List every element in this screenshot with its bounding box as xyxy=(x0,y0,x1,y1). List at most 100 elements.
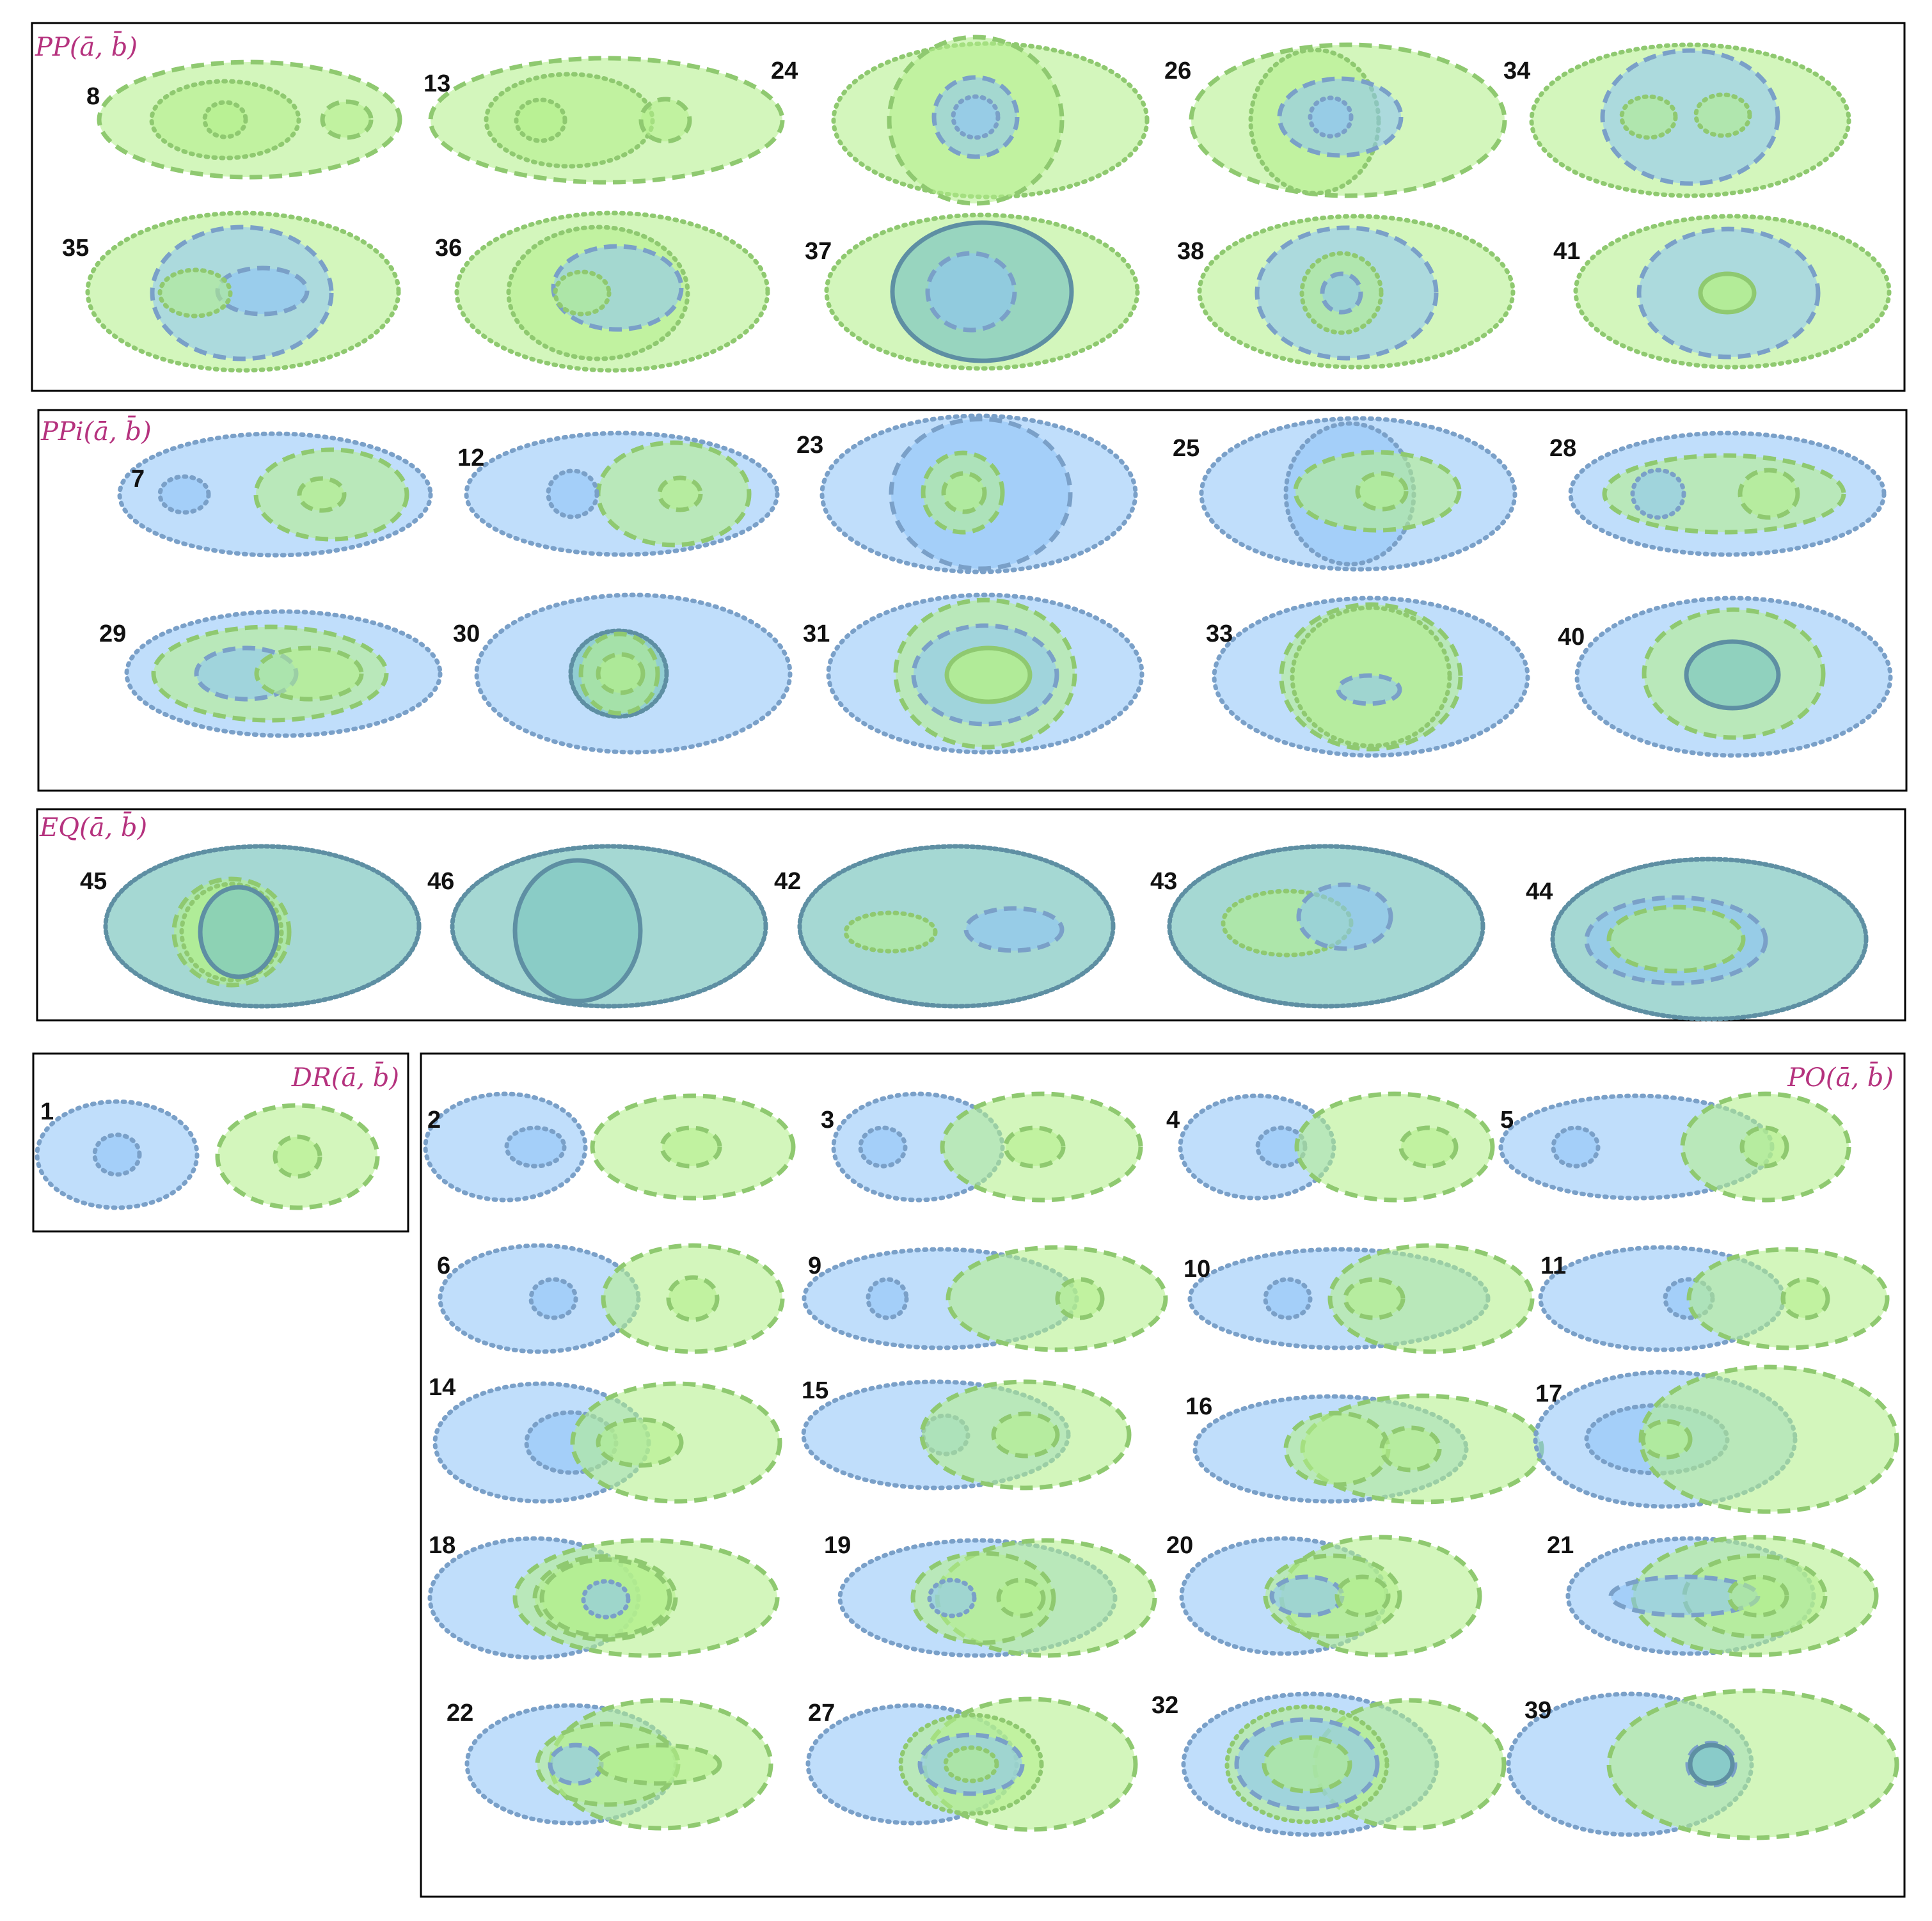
region-19-3 xyxy=(910,1551,1056,1645)
region-27-5 xyxy=(943,1745,999,1783)
relation-number-22: 22 xyxy=(447,1700,473,1727)
region-33-4 xyxy=(1336,673,1402,706)
region-7-3 xyxy=(297,476,347,513)
relation-number-41: 41 xyxy=(1553,238,1580,265)
relation-number-46: 46 xyxy=(427,868,454,895)
relation-number-27: 27 xyxy=(808,1700,835,1727)
region-43-3 xyxy=(1296,882,1393,951)
relation-number-1: 1 xyxy=(40,1098,54,1125)
region-6-2 xyxy=(528,1277,578,1320)
region-20-4 xyxy=(1269,1574,1345,1618)
region-22-4 xyxy=(548,1743,604,1786)
region-34-2 xyxy=(1600,48,1780,186)
group-frame-po xyxy=(420,1052,1906,1898)
region-8-4 xyxy=(320,99,374,140)
relation-number-5: 5 xyxy=(1500,1107,1514,1134)
group-frame-dr xyxy=(32,1052,409,1233)
region-26-4 xyxy=(1308,95,1354,139)
relation-number-24: 24 xyxy=(771,58,798,84)
relation-number-16: 16 xyxy=(1185,1393,1212,1420)
region-16-3 xyxy=(1283,1411,1391,1487)
region-10-4 xyxy=(1343,1277,1405,1320)
relation-number-13: 13 xyxy=(424,70,450,97)
region-4-3 xyxy=(1294,1091,1495,1203)
region-15-4 xyxy=(991,1411,1060,1459)
relation-number-8: 8 xyxy=(86,83,100,110)
relation-number-12: 12 xyxy=(457,445,484,471)
relation-number-17: 17 xyxy=(1535,1380,1562,1407)
region-21-5 xyxy=(1727,1574,1789,1618)
relation-number-40: 40 xyxy=(1558,624,1585,651)
region-39-2 xyxy=(1606,1688,1899,1840)
region-30-4 xyxy=(596,652,645,695)
region-42-1 xyxy=(797,844,1116,1009)
group-label-eq: EQ(ā, b̄) xyxy=(39,811,147,842)
relation-number-20: 20 xyxy=(1166,1532,1193,1559)
region-10-2 xyxy=(1263,1277,1313,1320)
region-14-4 xyxy=(596,1417,684,1468)
region-31-4 xyxy=(944,645,1033,704)
region-3-2 xyxy=(858,1125,908,1169)
region-42-3 xyxy=(963,906,1065,953)
region-12-3 xyxy=(657,475,703,512)
group-frame-eq xyxy=(36,808,1906,1022)
relation-number-29: 29 xyxy=(99,621,126,647)
region-2-2 xyxy=(504,1125,567,1169)
relation-number-19: 19 xyxy=(824,1532,851,1559)
relation-number-37: 37 xyxy=(805,238,832,265)
relation-number-2: 2 xyxy=(427,1107,441,1134)
region-13-2 xyxy=(484,72,655,169)
region-9-4 xyxy=(1055,1277,1105,1320)
region-41-3 xyxy=(1698,271,1757,315)
relation-number-34: 34 xyxy=(1503,58,1530,84)
relation-number-45: 45 xyxy=(80,868,107,895)
region-29-4 xyxy=(254,645,364,702)
region-36-4 xyxy=(553,269,612,317)
region-35-4 xyxy=(157,267,233,319)
region-8-3 xyxy=(202,100,248,139)
relation-number-30: 30 xyxy=(453,621,480,647)
region-28-4 xyxy=(1738,468,1800,520)
relation-number-44: 44 xyxy=(1526,878,1553,905)
region-16-4 xyxy=(1379,1425,1442,1473)
region-9-2 xyxy=(866,1277,909,1320)
region-5-4 xyxy=(1739,1125,1789,1169)
region-6-4 xyxy=(666,1275,720,1322)
region-24-4 xyxy=(951,94,1001,140)
region-34-4 xyxy=(1693,92,1752,138)
relation-number-23: 23 xyxy=(796,432,823,459)
region-7-4 xyxy=(157,474,211,515)
region-46-2 xyxy=(512,858,643,1004)
group-label-po: PO(ā, b̄) xyxy=(1787,1061,1894,1093)
region-19-4 xyxy=(927,1577,977,1618)
relation-number-7: 7 xyxy=(131,466,145,493)
relation-number-18: 18 xyxy=(429,1532,455,1559)
region-23-4 xyxy=(941,471,987,514)
region-42-2 xyxy=(843,910,938,954)
region-28-3 xyxy=(1630,468,1686,520)
region-12-4 xyxy=(546,468,599,519)
region-2-4 xyxy=(660,1125,722,1169)
group-label-pp: PP(ā, b̄) xyxy=(35,31,138,62)
region-44-3 xyxy=(1606,905,1746,974)
region-25-4 xyxy=(1355,471,1409,512)
region-22-5 xyxy=(596,1743,722,1786)
relation-number-3: 3 xyxy=(821,1107,834,1134)
region-3-4 xyxy=(1003,1125,1066,1169)
region-1-2 xyxy=(92,1132,142,1177)
region-1-4 xyxy=(273,1134,322,1179)
region-13-3 xyxy=(514,97,567,143)
group-label-ppi: PPi(ā, b̄) xyxy=(40,415,152,447)
region-45-4 xyxy=(198,885,280,979)
relation-number-36: 36 xyxy=(435,235,462,262)
group-label-dr: DR(ā, b̄) xyxy=(291,1061,399,1093)
relation-number-26: 26 xyxy=(1164,58,1191,84)
region-20-5 xyxy=(1334,1574,1391,1618)
relation-number-25: 25 xyxy=(1173,435,1200,462)
relation-number-15: 15 xyxy=(802,1377,828,1404)
region-19-5 xyxy=(996,1577,1046,1618)
relation-number-32: 32 xyxy=(1152,1692,1178,1719)
region-11-4 xyxy=(1780,1277,1830,1320)
relation-number-9: 9 xyxy=(808,1253,821,1279)
